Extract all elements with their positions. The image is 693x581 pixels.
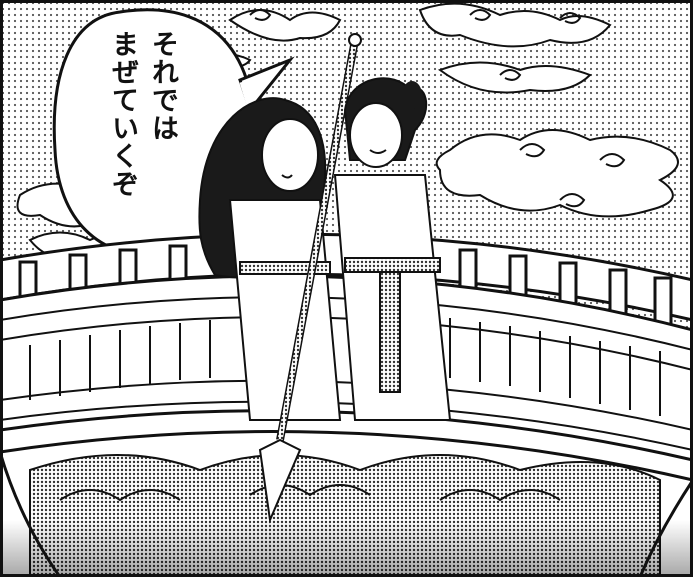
cloud-right <box>435 129 679 218</box>
cloud-swirls-top <box>249 9 582 81</box>
speech-bubble-text: それでは まぜていくぞ <box>92 30 182 240</box>
speech-line-2: まぜていくぞ <box>107 30 138 198</box>
mouth-right <box>369 149 387 154</box>
sash-right-tail <box>379 271 401 393</box>
speech-line-1: それでは <box>147 30 178 142</box>
spear-blade <box>258 438 302 524</box>
bottom-shadow <box>0 520 693 577</box>
bridge-slats <box>29 318 661 416</box>
face-right <box>349 102 403 168</box>
cloud-right-swirls <box>519 143 626 208</box>
hair-bun <box>402 81 422 109</box>
sash-left <box>239 261 331 275</box>
spear <box>258 33 362 524</box>
bridge-front-railing <box>0 409 693 578</box>
sash-right <box>344 257 441 273</box>
woman-right <box>333 77 452 421</box>
mouth-left <box>281 174 293 179</box>
spear-cap <box>348 33 362 47</box>
face-left <box>261 118 319 192</box>
robe-left <box>228 199 342 421</box>
